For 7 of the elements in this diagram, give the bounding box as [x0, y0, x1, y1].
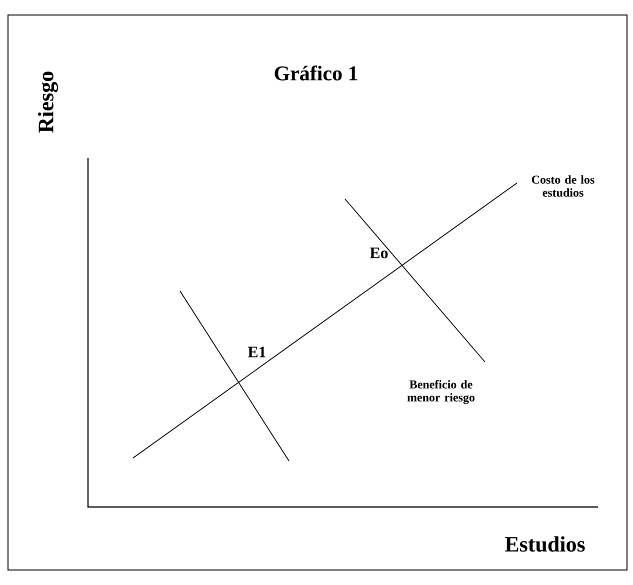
curve-label: Beneficio de menor riesgo	[407, 380, 475, 404]
axis-label: Riesgo	[38, 72, 58, 133]
chart-title: Gráfico 1	[274, 66, 358, 80]
point-label: E1	[248, 346, 266, 358]
curve-label: Costo de los estudios	[532, 175, 594, 197]
point-label: Eo	[370, 248, 388, 258]
axis-label: Estudios	[505, 536, 585, 552]
